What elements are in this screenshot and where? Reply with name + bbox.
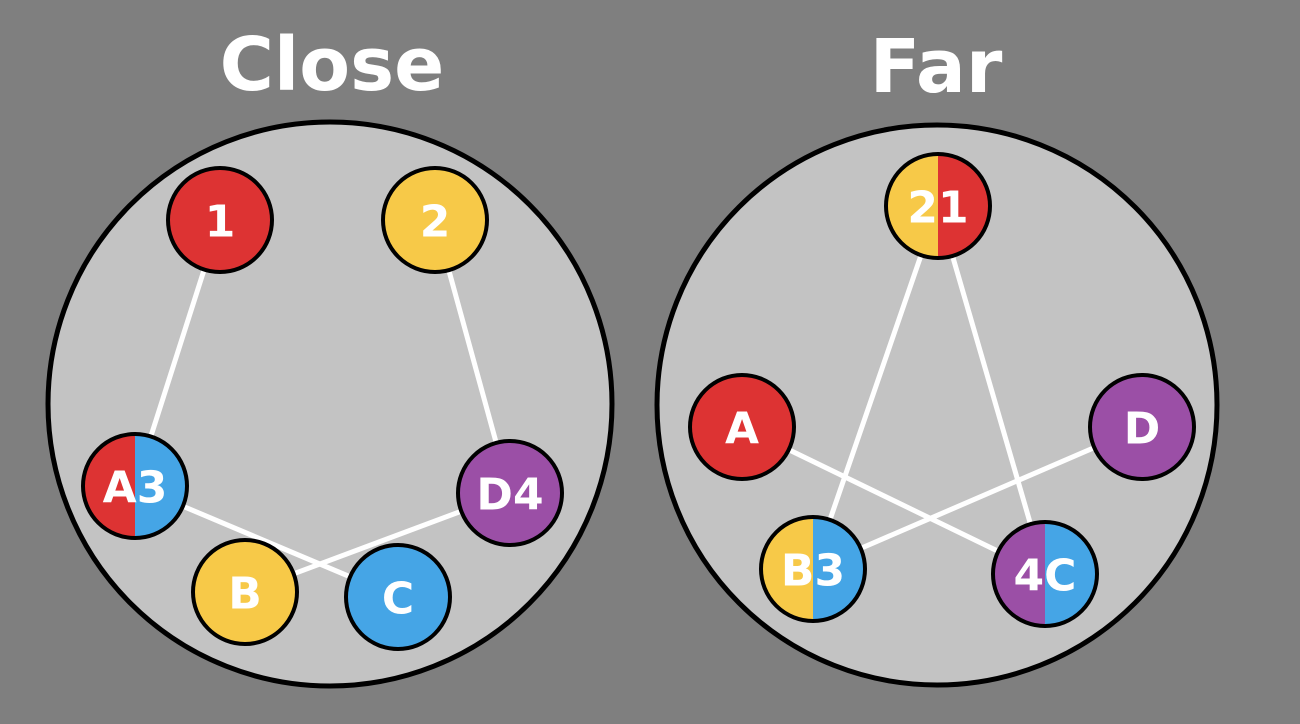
node-label: 21: [907, 183, 968, 234]
node-outline: [1088, 373, 1196, 481]
node-b: B: [191, 538, 299, 646]
node-fill: [168, 168, 272, 272]
node-fill-left: [761, 517, 813, 621]
node-2: 2: [381, 166, 489, 274]
node-outline: [759, 515, 867, 623]
node-b3: B3: [759, 515, 867, 623]
panel-title-close: Close: [220, 22, 445, 108]
node-fill: [690, 375, 794, 479]
node-label: 1: [205, 197, 236, 248]
node-label: C: [382, 574, 414, 625]
node-label: D: [1124, 404, 1161, 455]
node-d4: D4: [456, 439, 564, 547]
node-4c: 4C: [991, 520, 1099, 628]
node-fill: [383, 168, 487, 272]
node-outline: [688, 373, 796, 481]
node-fill: [346, 545, 450, 649]
node-fill-right: [1045, 522, 1097, 626]
node-1: 1: [166, 166, 274, 274]
node-outline: [344, 543, 452, 651]
node-label: B3: [781, 546, 845, 597]
panel-title-far: Far: [870, 24, 1003, 110]
node-label: D4: [476, 470, 543, 521]
links-far: [739, 203, 1145, 577]
node-fill: [458, 441, 562, 545]
link-line-d-b3: [810, 424, 1145, 572]
link-line-21-b3: [810, 203, 941, 572]
node-label: 2: [420, 197, 451, 248]
node-a3: A3: [81, 432, 189, 540]
nodes-far: 21A D B3 4C: [688, 152, 1196, 628]
panel-circle-close: [45, 119, 615, 689]
node-outline: [191, 538, 299, 646]
node-fill-left: [886, 154, 938, 258]
node-outline: [991, 520, 1099, 628]
node-fill-right: [813, 517, 865, 621]
link-line-a-4c: [739, 424, 1048, 577]
node-outline: [381, 166, 489, 274]
link-line-21-4c: [935, 203, 1048, 577]
node-outline: [884, 152, 992, 260]
node-fill-right: [938, 154, 990, 258]
node-fill: [193, 540, 297, 644]
node-label: 4C: [1014, 551, 1077, 602]
panel-close: Close 1 2A3 D4B C: [45, 22, 615, 689]
node-outline: [456, 439, 564, 547]
node-a: A: [688, 373, 796, 481]
node-c: C: [344, 543, 452, 651]
node-label: B: [228, 569, 262, 620]
node-fill-left: [83, 434, 135, 538]
node-outline: [81, 432, 189, 540]
node-outline: [166, 166, 274, 274]
node-fill: [1090, 375, 1194, 479]
node-d: D: [1088, 373, 1196, 481]
node-label: A: [725, 404, 759, 455]
node-21: 21: [884, 152, 992, 260]
panel-far: Far 21A D B3 4C: [654, 24, 1220, 688]
node-label: A3: [103, 463, 168, 514]
node-fill-right: [135, 434, 187, 538]
nodes-close: 1 2A3 D4B C: [81, 166, 564, 651]
node-fill-left: [993, 522, 1045, 626]
